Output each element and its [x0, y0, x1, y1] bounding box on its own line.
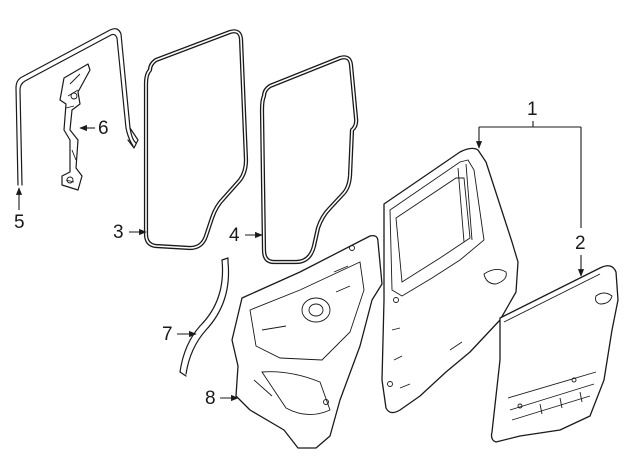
callout-4: 4	[229, 225, 263, 246]
part-8-trim-panel	[231, 234, 383, 449]
callout-5: 5	[14, 187, 25, 233]
callout-number-3: 3	[113, 222, 124, 243]
callout-number-8: 8	[205, 388, 216, 409]
callout-8: 8	[205, 388, 239, 409]
part-3-door-seal	[143, 29, 249, 251]
part-1-door-shell	[381, 147, 519, 414]
callout-2: 2	[575, 233, 586, 277]
callout-3: 3	[113, 222, 147, 243]
callout-number-4: 4	[229, 225, 240, 246]
callout-number-1: 1	[527, 99, 538, 120]
part-6-bracket	[59, 63, 91, 191]
callout-number-5: 5	[14, 212, 25, 233]
part-4-body-seal	[259, 55, 359, 265]
part-2-outer-skin	[490, 265, 619, 443]
callout-number-7: 7	[162, 324, 173, 345]
callout-number-2: 2	[575, 233, 586, 254]
part-5-weatherstrip	[15, 28, 139, 186]
callout-1: 1	[475, 99, 582, 228]
part-7-trim-strip	[179, 257, 230, 377]
callout-number-6: 6	[98, 118, 109, 139]
callout-6: 6	[79, 118, 109, 139]
callout-7: 7	[162, 324, 197, 345]
leader-line-1	[479, 121, 581, 128]
